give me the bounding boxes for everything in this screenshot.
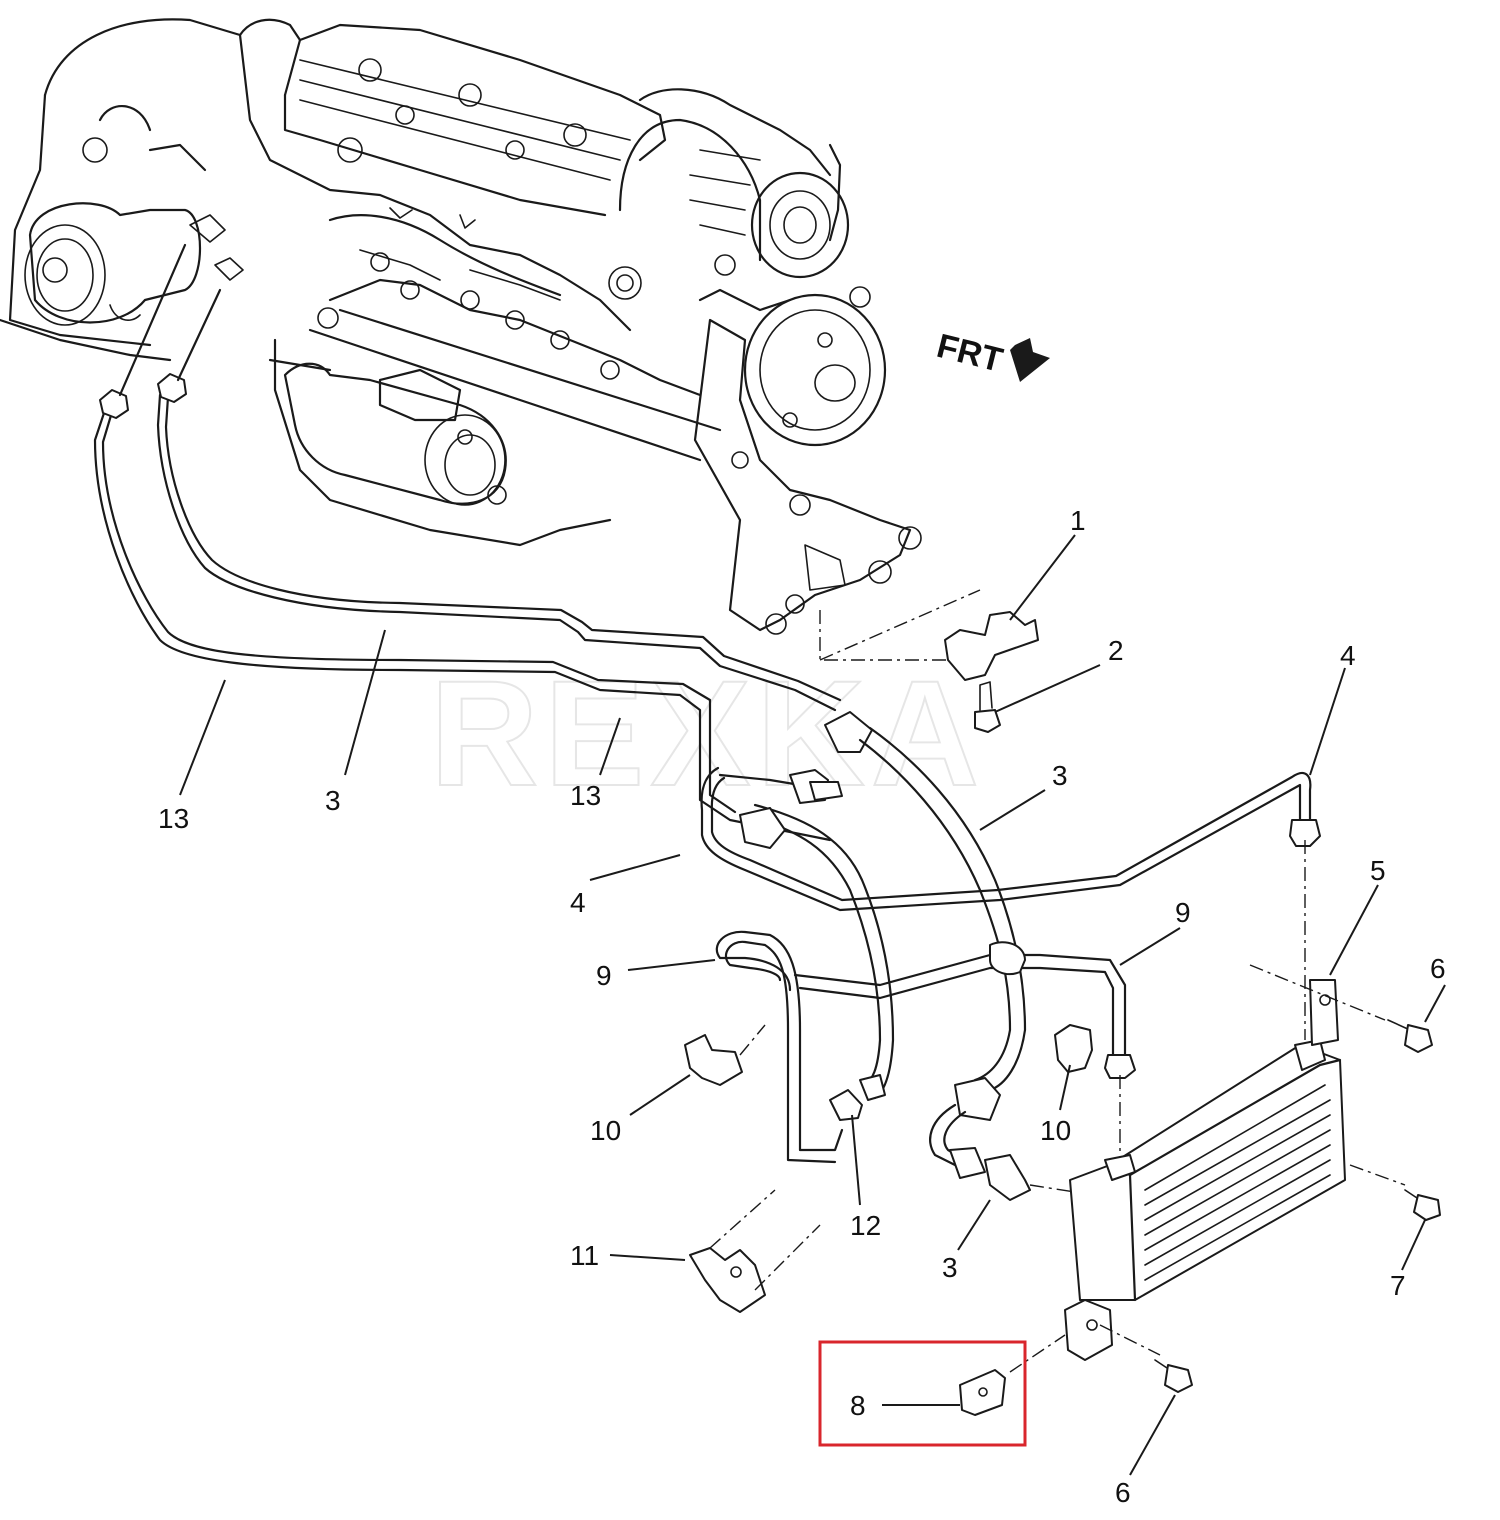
clip-10-right-icon [1054,1024,1093,1073]
callout-13-left: 13 [158,803,189,834]
callout-1: 1 [1070,505,1086,536]
front-direction-indicator: FRT [933,327,1050,382]
transmission-oil-cooler [1009,840,1406,1373]
callout-12: 12 [850,1210,881,1241]
bolt-2-icon [974,681,1001,733]
engine-assembly [0,18,981,661]
clip-1-icon [944,611,1039,681]
callout-3-lower: 3 [942,1252,958,1283]
callout-13-center: 13 [570,780,601,811]
callout-10-left: 10 [590,1115,621,1146]
watermark: REXKA [430,649,985,817]
callout-6-lower: 6 [1115,1477,1131,1508]
bolt-6-upper-icon [1387,1019,1433,1053]
nut-8-icon [959,1369,1006,1416]
bolt-7-icon [1404,1189,1441,1221]
nut-8-highlight [818,1340,1027,1447]
callout-7: 7 [1390,1270,1406,1301]
callout-6-upper: 6 [1430,953,1446,984]
callout-4-left: 4 [570,887,586,918]
bolt-6-lower-icon [1154,1359,1193,1393]
callout-labels: 1 2 4 13 3 13 3 4 9 9 5 6 10 10 11 12 3 … [158,505,1446,1508]
small-parts [684,611,1093,1313]
clip-12-icon [829,1089,863,1121]
callout-8: 8 [850,1390,866,1421]
callout-3-left: 3 [325,785,341,816]
bracket-11-icon [689,1189,821,1313]
front-direction-label: FRT [933,327,1007,380]
highlight-box [818,1340,1027,1447]
callout-2: 2 [1108,635,1124,666]
callout-9-left: 9 [596,960,612,991]
cooler-lines [93,214,1321,1201]
callout-10-right: 10 [1040,1115,1071,1146]
front-arrow-icon [1010,338,1050,382]
leader-lines [179,534,1446,1476]
callout-9-right: 9 [1175,897,1191,928]
clip-10-left-icon [684,1034,743,1086]
bolts [1154,1019,1441,1393]
callout-11: 11 [570,1240,599,1271]
callout-3-right: 3 [1052,760,1068,791]
callout-4-right: 4 [1340,640,1356,671]
callout-5: 5 [1370,855,1386,886]
